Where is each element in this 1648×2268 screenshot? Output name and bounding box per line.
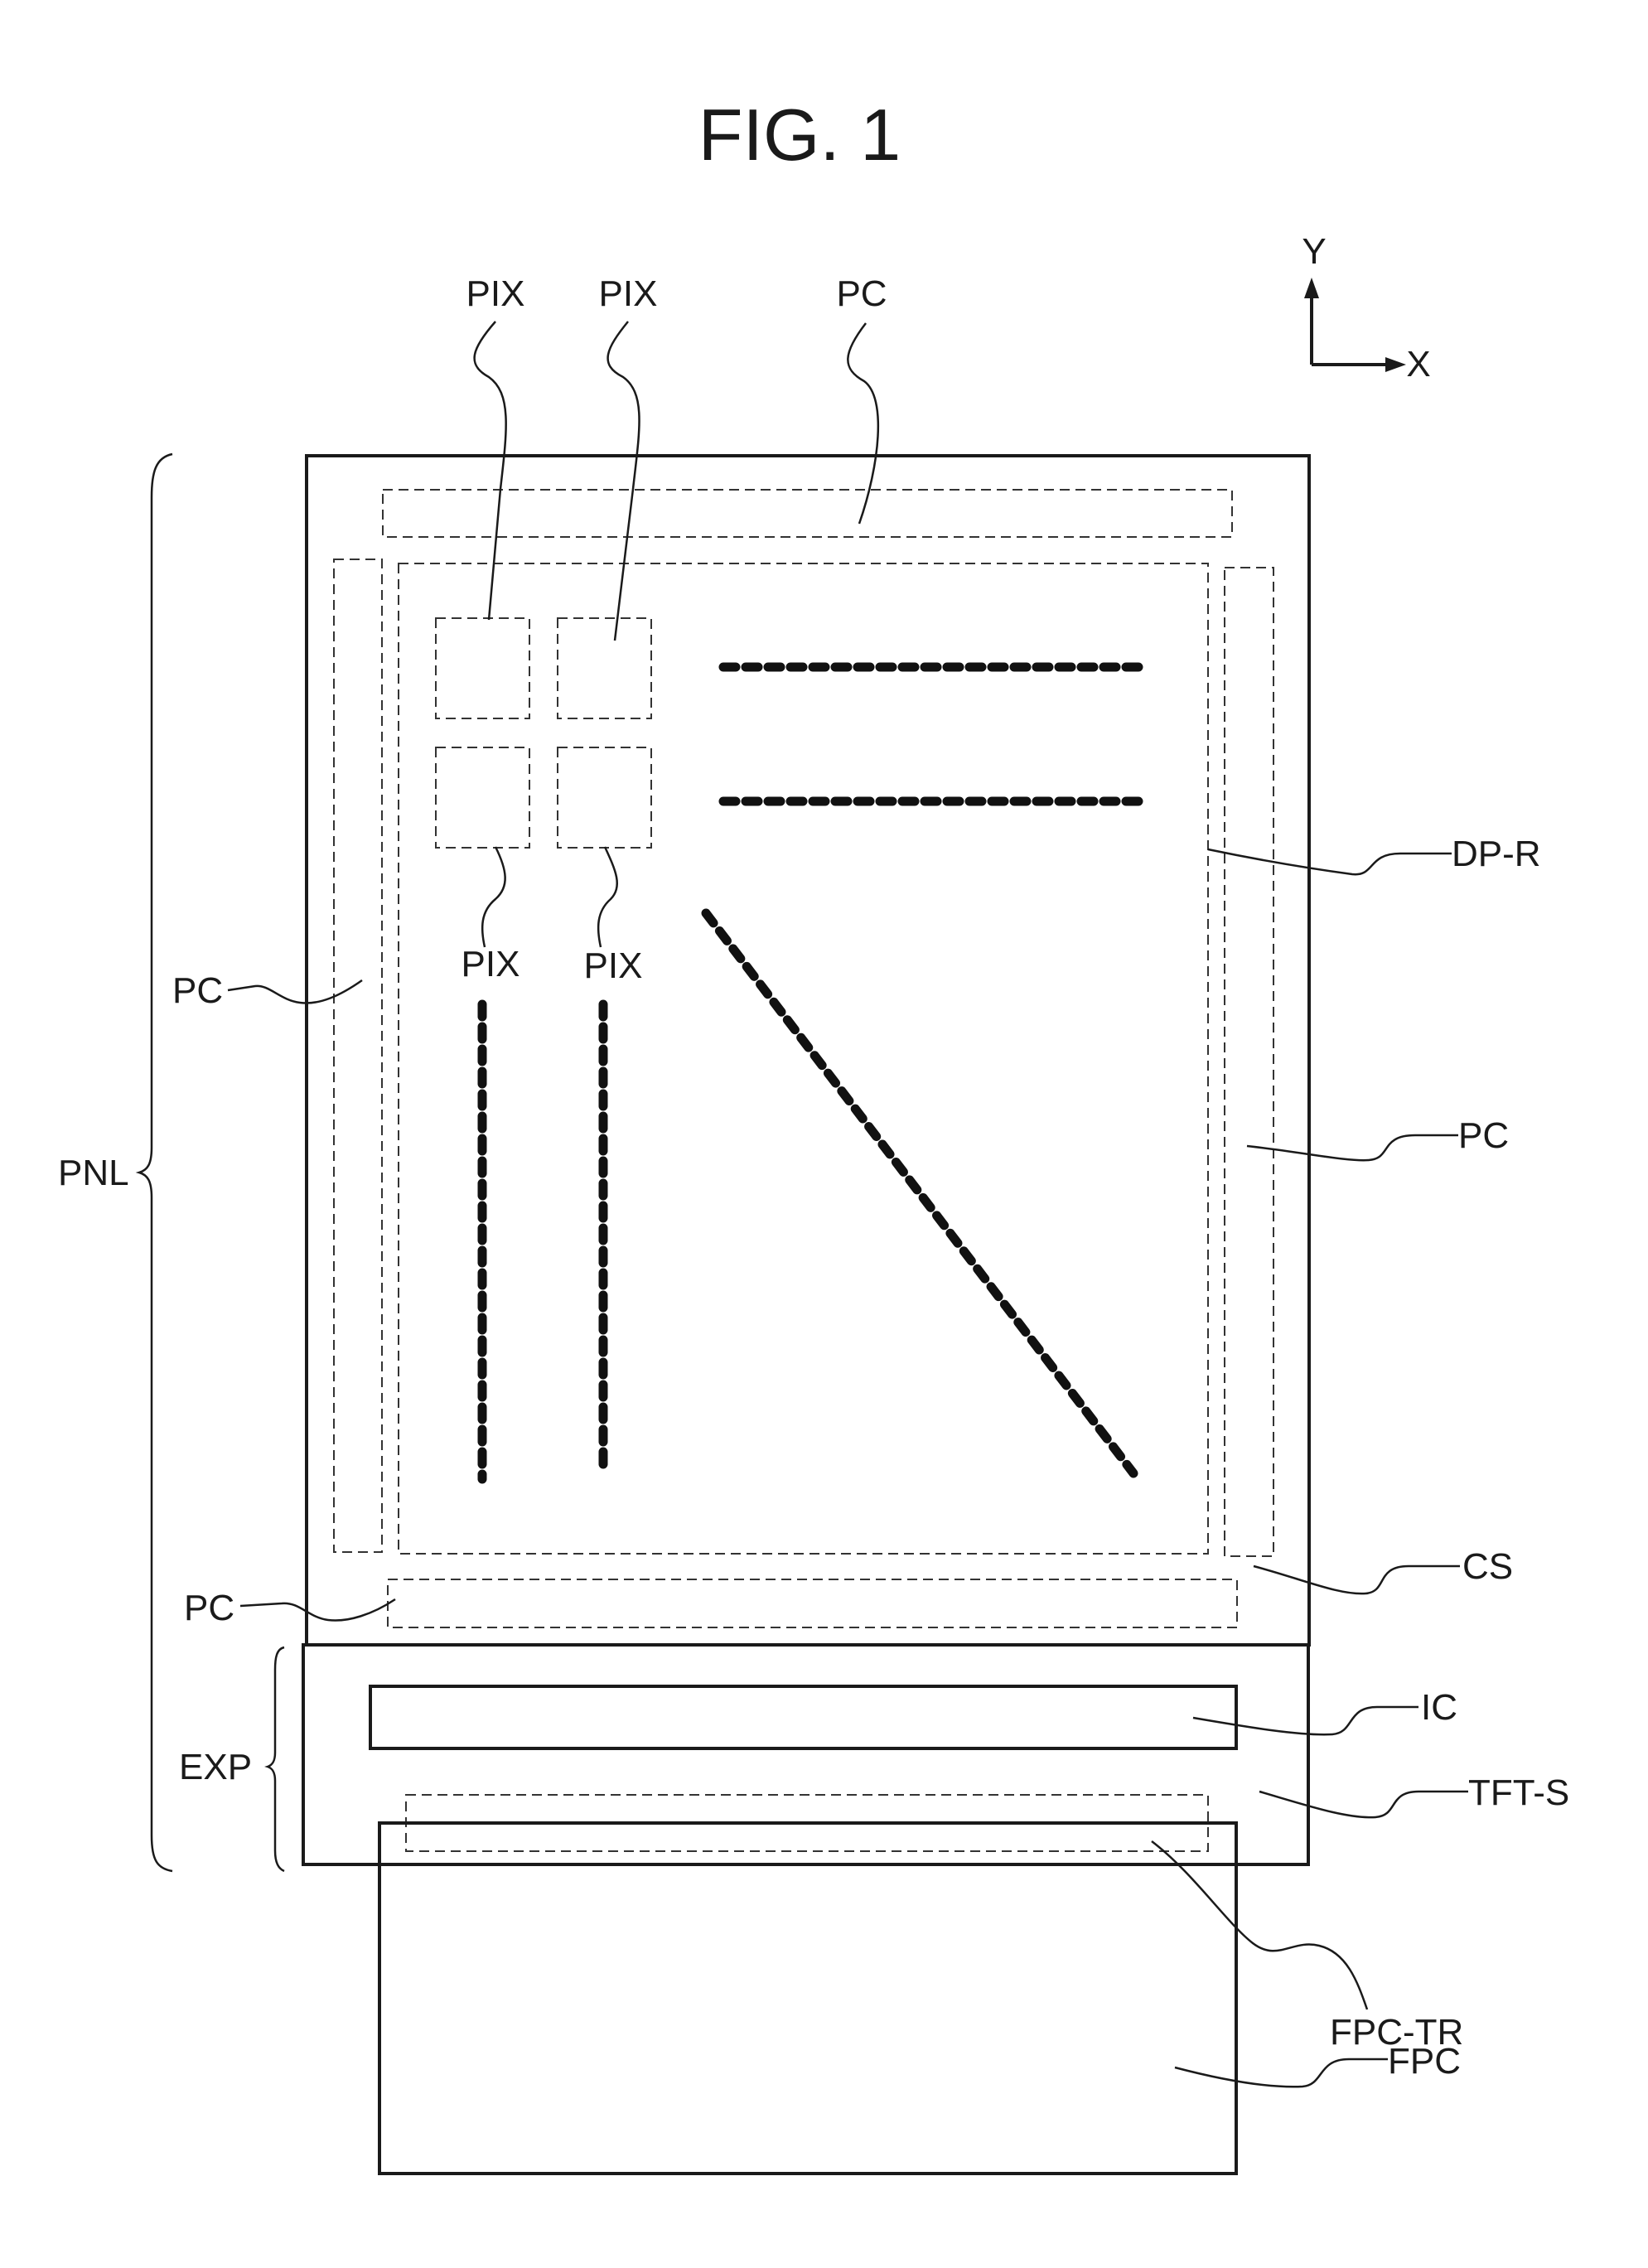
leader-pc-right [1247, 1135, 1458, 1160]
leader-fpc-tr [1152, 1841, 1367, 2009]
pixel-1 [436, 618, 529, 718]
extension-area [303, 1645, 1308, 1864]
pc-region-left [334, 559, 382, 1552]
pixel-2 [558, 618, 651, 718]
figure-title: FIG. 1 [698, 94, 901, 176]
label-pix-bottom-2: PIX [584, 945, 643, 986]
x-axis-label: X [1406, 344, 1430, 384]
leader-pc-bottom [240, 1599, 395, 1621]
label-tft-s: TFT-S [1468, 1772, 1569, 1813]
leader-fpc [1175, 2059, 1388, 2087]
label-exp: EXP [179, 1747, 252, 1787]
label-pix-top-1: PIX [466, 273, 525, 314]
label-pc-bottom: PC [184, 1588, 234, 1628]
pixel-3 [436, 747, 529, 848]
leader-pix-bottom-1 [482, 847, 505, 947]
leader-ic [1193, 1707, 1418, 1734]
label-pc-left: PC [172, 970, 223, 1011]
leader-pix-top-1 [475, 322, 506, 620]
pixel-4 [558, 747, 651, 848]
label-pix-top-2: PIX [599, 273, 658, 314]
leader-pix-top-2 [608, 322, 640, 641]
ic-chip [370, 1686, 1236, 1748]
label-pc-top: PC [836, 273, 887, 314]
leader-cs [1254, 1566, 1460, 1593]
label-pc-right: PC [1458, 1115, 1509, 1156]
leader-pc-left [228, 980, 362, 1003]
fpc-board [379, 1823, 1236, 2174]
display-region [399, 563, 1208, 1554]
label-pix-bottom-1: PIX [462, 944, 520, 984]
x-arrowhead [1385, 357, 1406, 372]
pc-region-bottom [388, 1579, 1237, 1627]
label-dp-r: DP-R [1452, 834, 1541, 874]
label-fpc: FPC [1388, 2041, 1461, 2082]
label-cs: CS [1462, 1546, 1513, 1587]
leader-dp-r [1208, 849, 1452, 874]
leader-pc-top [848, 323, 878, 524]
y-axis-label: Y [1302, 231, 1326, 272]
label-pnl: PNL [58, 1153, 129, 1193]
pc-region-top [383, 490, 1232, 537]
label-ic: IC [1421, 1687, 1457, 1728]
y-arrowhead [1304, 278, 1319, 298]
leader-tft-s [1259, 1792, 1468, 1817]
continuation-dots-diagonal [706, 913, 1133, 1473]
pc-region-right [1225, 568, 1273, 1556]
axis-indicator: Y X [1302, 231, 1430, 384]
pnl-brace [139, 454, 172, 1871]
exp-brace [268, 1647, 284, 1871]
leader-pix-bottom-2 [598, 847, 617, 947]
